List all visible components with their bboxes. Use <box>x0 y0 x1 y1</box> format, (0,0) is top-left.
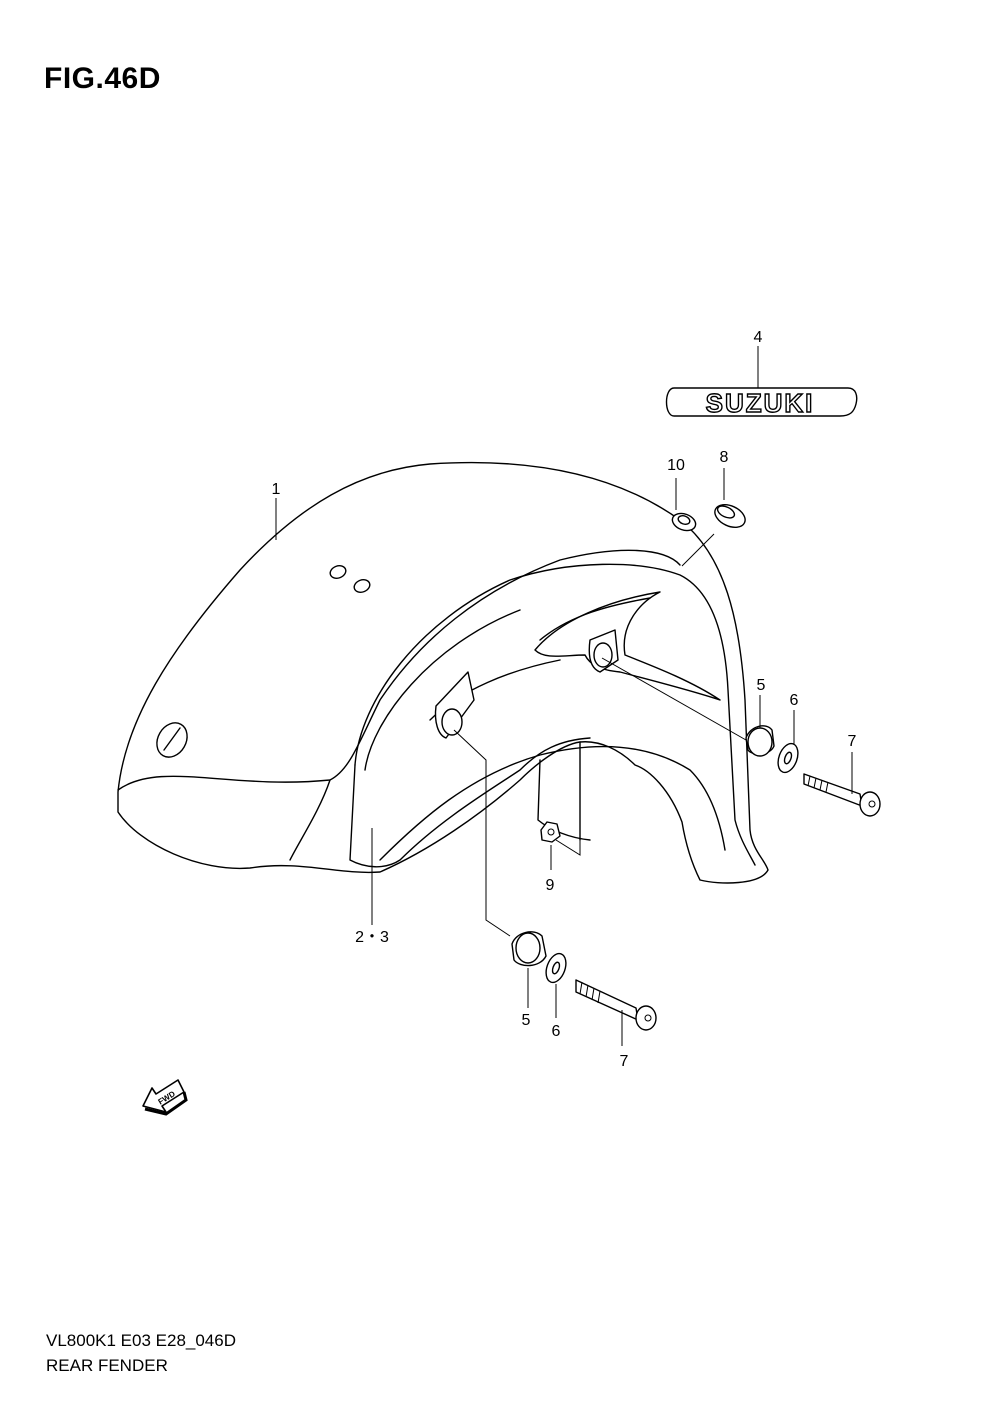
leader-lines <box>275 346 853 1046</box>
callout-5-lower: 5 <box>522 1012 531 1029</box>
figure-name: REAR FENDER <box>46 1356 168 1375</box>
cushion-part-8 <box>714 503 746 529</box>
spacer-part-5-upper <box>745 725 775 757</box>
callout-7-upper: 7 <box>848 733 857 750</box>
figure-title: FIG.46D <box>44 62 161 95</box>
callout-9: 9 <box>546 877 555 894</box>
emblem-text: SUZUKI <box>706 388 815 418</box>
callout-6-upper: 6 <box>790 692 799 709</box>
nut-part-9 <box>540 821 561 843</box>
washer-part-6-lower <box>545 952 567 984</box>
fwd-arrow-icon: FWD <box>142 1079 188 1116</box>
callout-6-lower: 6 <box>552 1023 561 1040</box>
callout-5-upper: 5 <box>757 677 766 694</box>
callout-10: 10 <box>667 457 685 474</box>
callout-4: 4 <box>754 329 763 346</box>
figure-code: VL800K1 E03 E28_046D <box>46 1331 236 1350</box>
callout-8: 8 <box>720 449 729 466</box>
grommet-part-10 <box>671 512 697 532</box>
bolt-part-7-lower <box>575 979 657 1031</box>
bolt-part-7-upper <box>803 773 881 817</box>
callout-2-3: 2・3 <box>355 929 389 946</box>
callout-1: 1 <box>272 481 281 498</box>
callout-7-lower: 7 <box>620 1053 629 1070</box>
spacer-part-5-lower <box>511 931 547 967</box>
rear-fender <box>117 461 769 884</box>
washer-part-6-upper <box>777 742 799 774</box>
suzuki-emblem: SUZUKI <box>665 387 858 419</box>
